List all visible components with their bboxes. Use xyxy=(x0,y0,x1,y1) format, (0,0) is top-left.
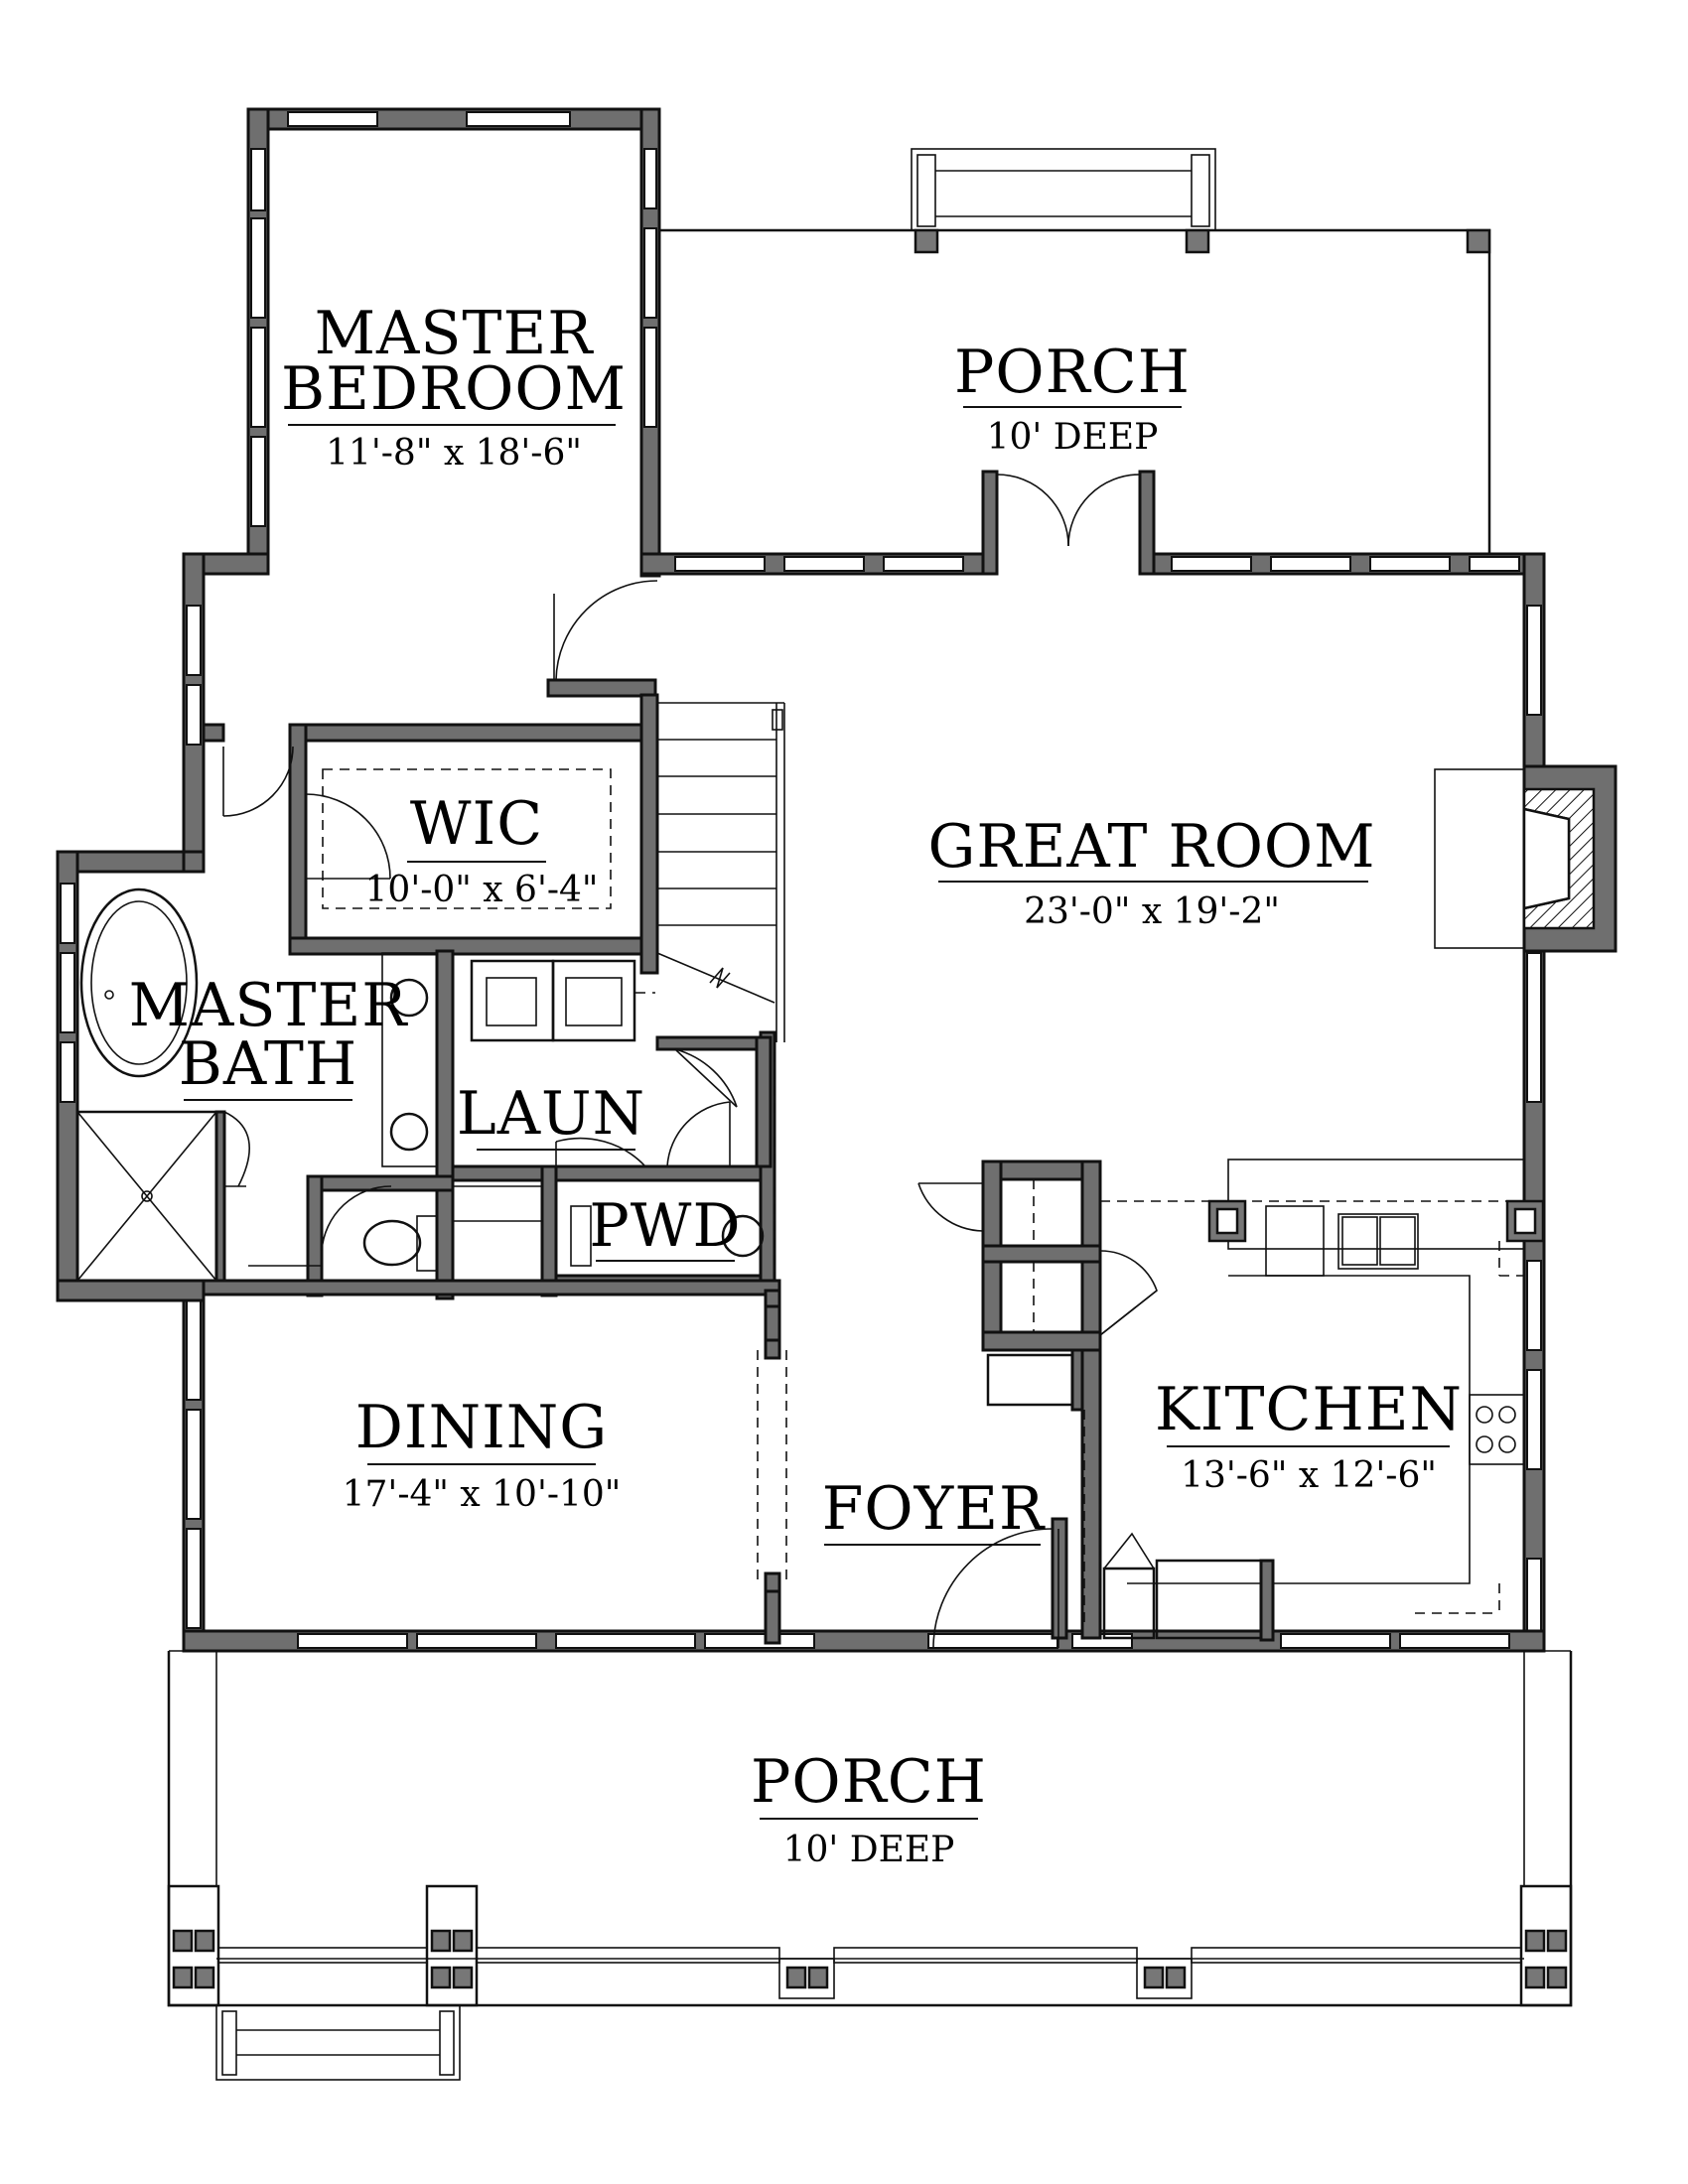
rear-porch xyxy=(658,148,1491,556)
dining-name: DINING xyxy=(355,1393,608,1462)
laundry-name: LAUN xyxy=(457,1079,645,1149)
interior-walls xyxy=(202,580,1545,1649)
stair xyxy=(656,702,785,1042)
front-porch xyxy=(167,1650,1573,2081)
kitchen-dims: 13'-6" x 12'-6" xyxy=(1181,1455,1437,1496)
wic-dims: 10'-0" x 6'-4" xyxy=(365,870,599,910)
wic-name: WIC xyxy=(410,789,543,859)
master-bedroom-name-2: BEDROOM xyxy=(281,354,627,424)
porch-post-1 xyxy=(167,1884,220,2007)
rear-porch-depth: 10' DEEP xyxy=(987,417,1159,458)
porch-post-5 xyxy=(1519,1884,1573,2007)
label-front-porch: PORCH 10' DEEP xyxy=(751,1747,987,1870)
powder-name: PWD xyxy=(589,1191,741,1261)
label-master-bath: MASTER BATH xyxy=(129,971,409,1101)
label-foyer: FOYER xyxy=(822,1474,1046,1546)
front-porch-name: PORCH xyxy=(751,1747,987,1817)
master-bath-name-1: MASTER xyxy=(129,971,409,1040)
label-wic: WIC 10'-0" x 6'-4" xyxy=(365,789,599,910)
rear-porch-name: PORCH xyxy=(954,338,1191,407)
master-bath-bumpout xyxy=(56,850,250,1302)
master-bedroom-name-1: MASTER xyxy=(315,299,595,368)
porch-post-4 xyxy=(1136,1958,1193,1999)
dining-dims: 17'-4" x 10'-10" xyxy=(343,1474,622,1515)
label-rear-porch: PORCH 10' DEEP xyxy=(954,338,1191,458)
fireplace xyxy=(1434,764,1618,953)
label-great-room: GREAT ROOM 23'-0" x 19'-2" xyxy=(927,812,1375,932)
porch-post-3 xyxy=(778,1958,835,1999)
front-porch-depth: 10' DEEP xyxy=(783,1830,955,1870)
label-laundry: LAUN xyxy=(457,1079,645,1151)
label-powder: PWD xyxy=(589,1191,741,1262)
great-room-dims: 23'-0" x 19'-2" xyxy=(1024,891,1280,932)
master-bedroom-dims: 11'-8" x 18'-6" xyxy=(326,433,582,474)
label-master-bedroom: MASTER BEDROOM 11'-8" x 18'-6" xyxy=(281,299,627,474)
foyer-name: FOYER xyxy=(822,1474,1046,1544)
master-bedroom-walls xyxy=(182,107,661,578)
master-bath-name-2: BATH xyxy=(179,1029,357,1099)
label-kitchen: KITCHEN 13'-6" x 12'-6" xyxy=(1155,1375,1463,1496)
great-room-name: GREAT ROOM xyxy=(927,812,1375,882)
porch-post-2 xyxy=(425,1884,479,2007)
kitchen-name: KITCHEN xyxy=(1155,1375,1463,1444)
label-dining: DINING 17'-4" x 10'-10" xyxy=(343,1393,622,1515)
